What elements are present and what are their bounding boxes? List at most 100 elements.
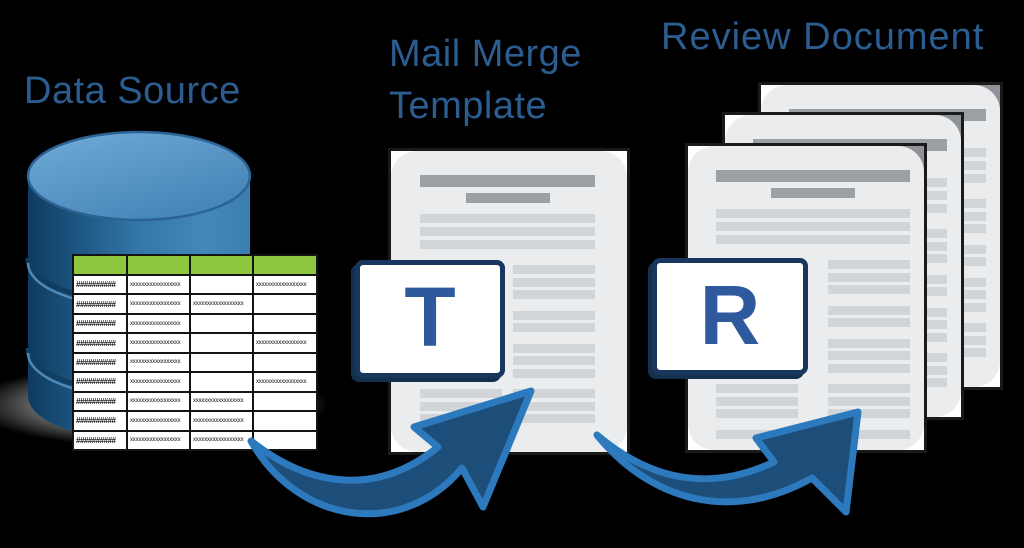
- doc-line: [828, 363, 910, 373]
- mail-merge-template-label: Mail Merge Template: [389, 28, 582, 132]
- table-cell: xxxxxxxxxxxxxxxxxx: [254, 373, 316, 391]
- table-x-placeholder: xxxxxxxxxxxxxxxxxx: [130, 281, 181, 288]
- doc-line: [828, 272, 910, 282]
- doc-line: [828, 409, 910, 418]
- data-source-label: Data Source: [24, 70, 241, 112]
- doc-line: [828, 338, 910, 348]
- table-x-placeholder: xxxxxxxxxxxxxxxxxx: [130, 437, 181, 444]
- doc-line: [513, 401, 595, 411]
- table-hash-placeholder: ##########: [76, 416, 116, 426]
- database-top: [26, 130, 252, 222]
- table-cell: ##########: [74, 314, 126, 333]
- review-badge: R: [652, 258, 808, 375]
- doc-line: [513, 343, 595, 353]
- table-cell: ##########: [74, 412, 126, 430]
- review-document-label: Review Document: [661, 16, 985, 58]
- doc-line: [513, 310, 595, 320]
- table-x-placeholder: xxxxxxxxxxxxxxxxxx: [130, 359, 181, 366]
- table-cell: xxxxxxxxxxxxxxxxxx: [128, 412, 189, 430]
- table-cell: [254, 353, 316, 372]
- table-cell: ##########: [74, 334, 126, 352]
- table-hash-placeholder: ##########: [76, 338, 116, 348]
- doc-line: [513, 265, 595, 274]
- table-x-placeholder: xxxxxxxxxxxxxxxxxx: [193, 301, 244, 308]
- doc-line: [513, 290, 595, 299]
- table-x-placeholder: xxxxxxxxxxxxxxxxxx: [256, 378, 307, 385]
- mail-merge-label-line1: Mail Merge: [389, 33, 582, 75]
- doc-line: [828, 260, 910, 269]
- doc-line: [513, 323, 595, 332]
- doc-line: [828, 351, 910, 360]
- table-cell: [191, 276, 252, 294]
- table-hash-placeholder: ##########: [76, 435, 116, 445]
- doc-line: [420, 240, 595, 249]
- table-cell: ##########: [74, 295, 126, 313]
- table-cell: xxxxxxxxxxxxxxxxxx: [128, 334, 189, 352]
- doc-line: [716, 384, 798, 393]
- table-cell: xxxxxxxxxxxxxxxxxx: [191, 295, 252, 313]
- table-cell: [254, 392, 316, 411]
- table-x-placeholder: xxxxxxxxxxxxxxxxxx: [130, 398, 181, 405]
- doc-line: [420, 401, 502, 411]
- table-cell: [191, 353, 252, 372]
- doc-line: [716, 396, 798, 406]
- table-x-placeholder: xxxxxxxxxxxxxxxxxx: [130, 417, 181, 424]
- table-cell: ##########: [74, 373, 126, 391]
- doc-line: [716, 409, 798, 418]
- doc-line: [513, 389, 595, 398]
- doc-line: [828, 396, 910, 406]
- table-hash-placeholder: ##########: [76, 377, 116, 387]
- table-cell: [191, 314, 252, 333]
- doc-line: [828, 429, 910, 439]
- doc-line: [716, 222, 910, 231]
- table-cell: xxxxxxxxxxxxxxxxxx: [254, 334, 316, 352]
- table-cell: ##########: [74, 431, 126, 449]
- template-badge: T: [355, 260, 505, 378]
- table-hash-placeholder: ##########: [76, 299, 116, 309]
- table-cell: ##########: [74, 353, 126, 372]
- doc-line: [828, 305, 910, 315]
- table-cell: xxxxxxxxxxxxxxxxxx: [128, 314, 189, 333]
- doc-line: [513, 368, 595, 378]
- table-cell: [254, 431, 316, 449]
- table-x-placeholder: xxxxxxxxxxxxxxxxxx: [256, 340, 307, 347]
- table-cell: ##########: [74, 276, 126, 294]
- table-cell: xxxxxxxxxxxxxxxxxx: [128, 431, 189, 449]
- table-cell: [254, 412, 316, 430]
- table-cell: xxxxxxxxxxxxxxxxxx: [128, 295, 189, 313]
- table-cell: xxxxxxxxxxxxxxxxxx: [191, 431, 252, 449]
- review-badge-letter: R: [699, 267, 761, 362]
- table-hash-placeholder: ##########: [76, 280, 116, 290]
- table-x-placeholder: xxxxxxxxxxxxxxxxxx: [193, 437, 244, 444]
- table-cell: [191, 334, 252, 352]
- doc-line: [716, 209, 910, 218]
- doc-title-bar: [716, 170, 910, 182]
- doc-line: [513, 356, 595, 365]
- table-x-placeholder: xxxxxxxxxxxxxxxxxx: [193, 398, 244, 405]
- doc-line: [420, 414, 502, 423]
- doc-subtitle-bar: [771, 188, 855, 198]
- table-cell: xxxxxxxxxxxxxxxxxx: [128, 353, 189, 372]
- doc-subtitle-bar: [465, 193, 550, 203]
- table-x-placeholder: xxxxxxxxxxxxxxxxxx: [256, 281, 307, 288]
- doc-line: [513, 277, 595, 287]
- table-cell: xxxxxxxxxxxxxxxxxx: [191, 412, 252, 430]
- table-cell: [254, 314, 316, 333]
- doc-line: [420, 227, 595, 236]
- table-cell: xxxxxxxxxxxxxxxxxx: [191, 392, 252, 411]
- table-hash-placeholder: ##########: [76, 357, 116, 367]
- table-cell: xxxxxxxxxxxxxxxxxx: [128, 276, 189, 294]
- table-hash-placeholder: ##########: [76, 396, 116, 406]
- doc-line: [420, 214, 595, 223]
- table-x-placeholder: xxxxxxxxxxxxxxxxxx: [130, 320, 181, 327]
- table-cell: [191, 373, 252, 391]
- table-header-cell: [128, 256, 189, 274]
- table-x-placeholder: xxxxxxxxxxxxxxxxxx: [130, 378, 181, 385]
- doc-line: [716, 429, 798, 439]
- table-header-cell: [74, 256, 126, 274]
- doc-line: [828, 318, 910, 327]
- table-header-cell: [254, 256, 316, 274]
- doc-title-bar: [420, 175, 595, 187]
